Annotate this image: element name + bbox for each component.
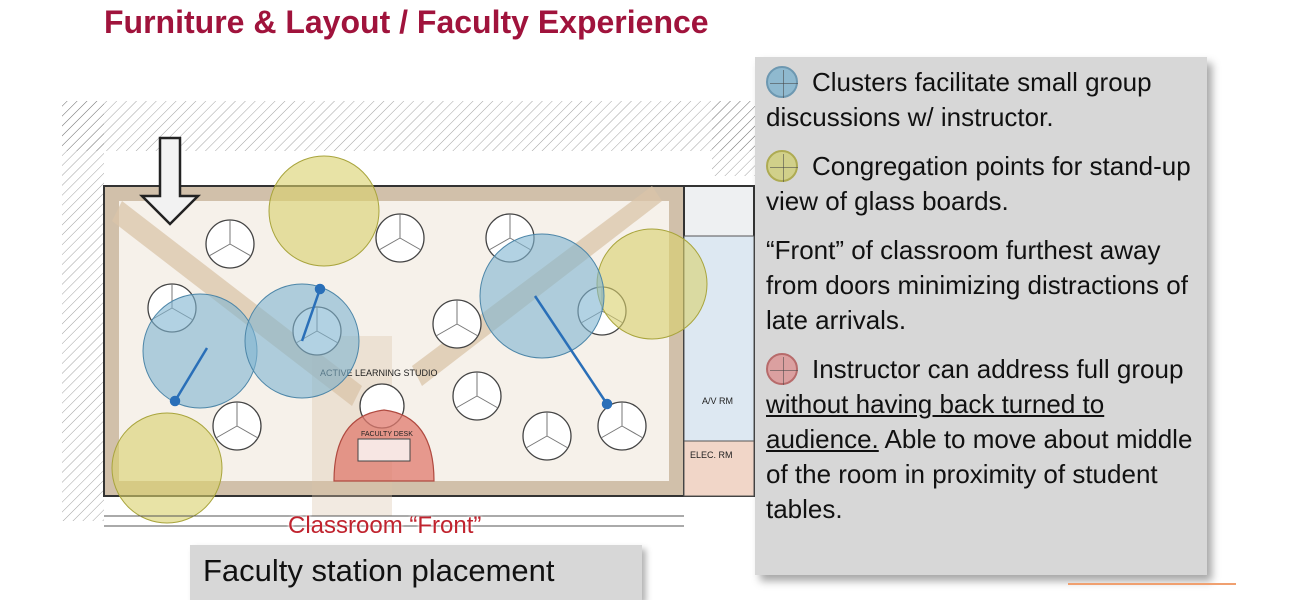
cluster-left: [142, 293, 258, 409]
blue-circle-icon: [766, 66, 798, 98]
faculty-station-caption: Faculty station placement: [190, 545, 642, 600]
legend-item-congregation: Congregation points for stand-up view of…: [766, 149, 1201, 219]
perimeter-aisle: [105, 187, 683, 495]
wall-hatch-right: [712, 101, 762, 176]
legend-panel: Clusters facilitate small group discussi…: [755, 57, 1207, 575]
classroom-front-label: Classroom “Front”: [288, 512, 482, 539]
legend-clusters-text: Clusters facilitate small group discussi…: [766, 67, 1152, 132]
legend-item-front: “Front” of classroom furthest away from …: [766, 233, 1201, 338]
legend-front-text: “Front” of classroom furthest away from …: [766, 235, 1188, 335]
legend-instructor-underlined: without having back turned to audience.: [766, 389, 1105, 454]
slide-title: Furniture & Layout / Faculty Experience: [104, 4, 709, 40]
floor-plan: A/V RM ELEC. RM: [62, 96, 762, 541]
legend-item-instructor: Instructor can address full group withou…: [766, 352, 1201, 527]
av-room-label: A/V RM: [702, 396, 733, 406]
legend-instructor-text: Instructor can address full group: [812, 354, 1184, 384]
faculty-desk-label: FACULTY DESK: [361, 431, 413, 438]
wall-hatch-left: [62, 101, 104, 521]
elec-room: [683, 440, 755, 497]
studio-label: ACTIVE LEARNING STUDIO: [320, 368, 438, 378]
cluster-right: [479, 233, 605, 359]
congregation-point-bottom-left: [111, 412, 223, 524]
congregation-points: [111, 155, 708, 524]
congregation-point-top: [268, 155, 380, 267]
congregation-point-right: [596, 228, 708, 340]
legend-item-clusters: Clusters facilitate small group discussi…: [766, 65, 1201, 135]
floor-plan-drawing: A/V RM ELEC. RM: [62, 101, 762, 527]
red-circle-icon: [766, 353, 798, 385]
legend-instructor-rest: Able to move about middle of the room in…: [766, 424, 1193, 524]
accent-divider: [1068, 583, 1236, 585]
legend-congregation-text: Congregation points for stand-up view of…: [766, 151, 1191, 216]
entry-arrow-icon: [138, 136, 202, 226]
elec-room-label: ELEC. RM: [690, 450, 733, 460]
yellow-circle-icon: [766, 150, 798, 182]
cluster-indicators: [169, 283, 613, 410]
faculty-desk: [357, 438, 411, 462]
